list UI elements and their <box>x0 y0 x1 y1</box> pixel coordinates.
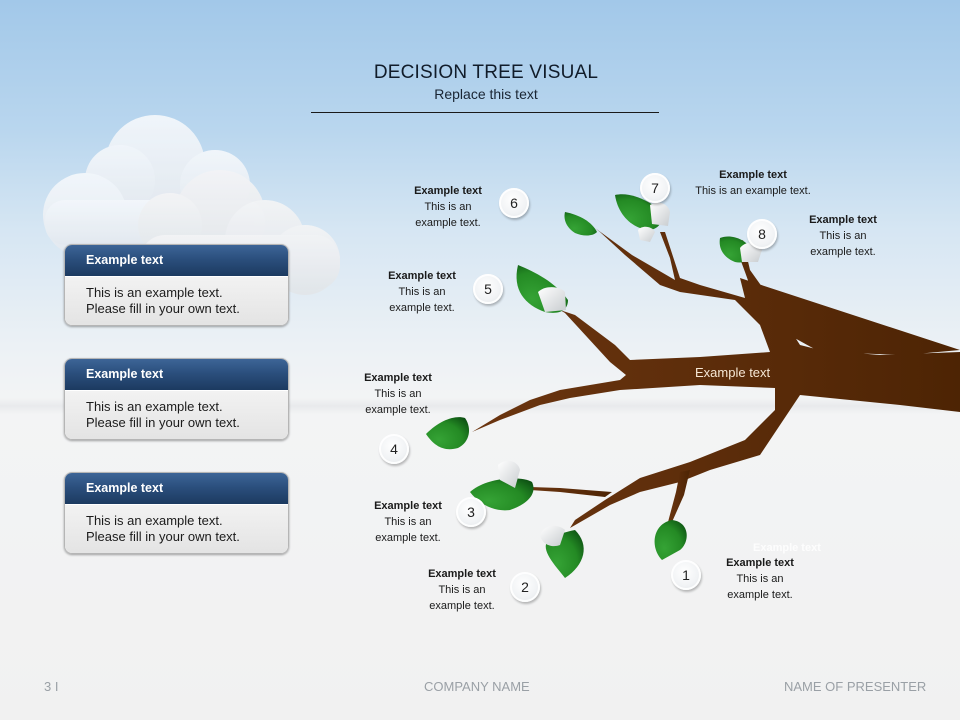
info-box: Example text This is an example text. Pl… <box>64 472 289 554</box>
leaf-1 <box>654 520 687 560</box>
tree-trunk <box>472 228 960 528</box>
info-box-heading: Example text <box>65 245 288 276</box>
presenter-name: NAME OF PRESENTER <box>784 679 927 694</box>
info-box-line: Please fill in your own text. <box>86 415 240 430</box>
node-title: Example text <box>414 185 482 197</box>
info-box-heading: Example text <box>65 473 288 504</box>
ghost-label: Example text <box>753 542 821 554</box>
node-title: Example text <box>719 169 787 181</box>
node-title: Example text <box>809 214 877 226</box>
node-badge-6[interactable]: 6 <box>499 188 529 218</box>
info-box-body: This is an example text. Please fill in … <box>65 390 288 439</box>
node-title: Example text <box>374 500 442 512</box>
slide-title: DECISION TREE VISUAL <box>373 62 599 83</box>
info-box: Example text This is an example text. Pl… <box>64 358 289 440</box>
node-desc: This is an example text. <box>695 185 811 197</box>
leaf-6 <box>564 212 597 236</box>
node-badge-8[interactable]: 8 <box>747 219 777 249</box>
node-title: Example text <box>726 557 794 569</box>
node-title: Example text <box>364 372 432 384</box>
info-box-line: This is an example text. <box>86 285 223 300</box>
slide-subtitle: Replace this text <box>434 86 538 102</box>
page-number: 3 I <box>44 679 59 694</box>
leaf-5 <box>516 265 568 313</box>
leaf-3 <box>470 460 534 511</box>
cloud-front <box>138 170 340 295</box>
info-box-line: This is an example text. <box>86 399 223 414</box>
leaf-7 <box>615 194 670 242</box>
clouds-illustration <box>43 115 340 295</box>
info-box-line: Please fill in your own text. <box>86 529 240 544</box>
trunk-label: Example text <box>695 365 771 380</box>
info-box: Example text This is an example text. Pl… <box>64 244 289 326</box>
node-badge-5[interactable]: 5 <box>473 274 503 304</box>
node-badge-1[interactable]: 1 <box>671 560 701 590</box>
info-box-heading: Example text <box>65 359 288 390</box>
node-badge-4[interactable]: 4 <box>379 434 409 464</box>
node-title: Example text <box>388 270 456 282</box>
info-box-body: This is an example text. Please fill in … <box>65 276 288 325</box>
node-title: Example text <box>428 568 496 580</box>
leaf-4 <box>426 417 470 450</box>
node-badge-3[interactable]: 3 <box>456 497 486 527</box>
info-box-line: This is an example text. <box>86 513 223 528</box>
info-box-line: Please fill in your own text. <box>86 301 240 316</box>
node-badge-2[interactable]: 2 <box>510 572 540 602</box>
node-badge-7[interactable]: 7 <box>640 173 670 203</box>
node-label-7: Example text This is an example text. <box>686 167 820 199</box>
title-divider <box>311 112 659 113</box>
company-name: COMPANY NAME <box>424 679 530 694</box>
leaf-2 <box>540 525 584 578</box>
info-box-body: This is an example text. Please fill in … <box>65 504 288 553</box>
